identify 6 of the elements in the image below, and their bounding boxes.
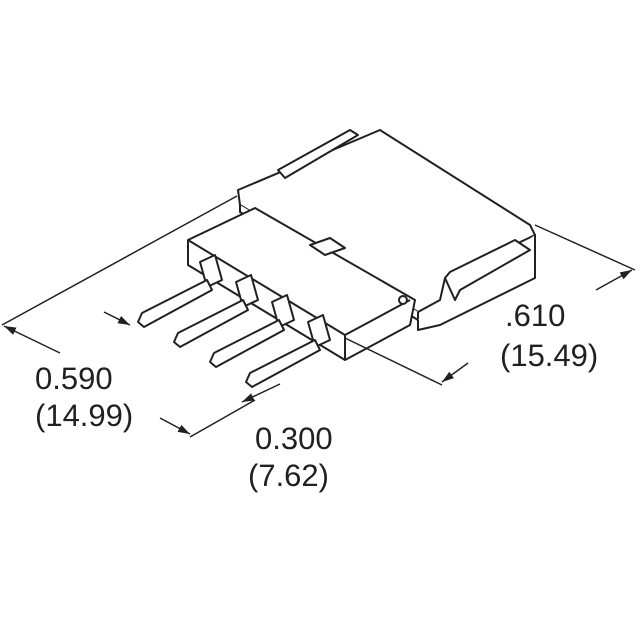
dimension-label: 0.300 <box>255 423 333 454</box>
dimension-label: (7.62) <box>248 460 329 491</box>
dimension-label: (15.49) <box>500 340 598 371</box>
dimension-label: .610 <box>505 300 566 331</box>
dimension-label: 0.590 <box>35 363 113 394</box>
dimension-label: (14.99) <box>35 400 134 431</box>
